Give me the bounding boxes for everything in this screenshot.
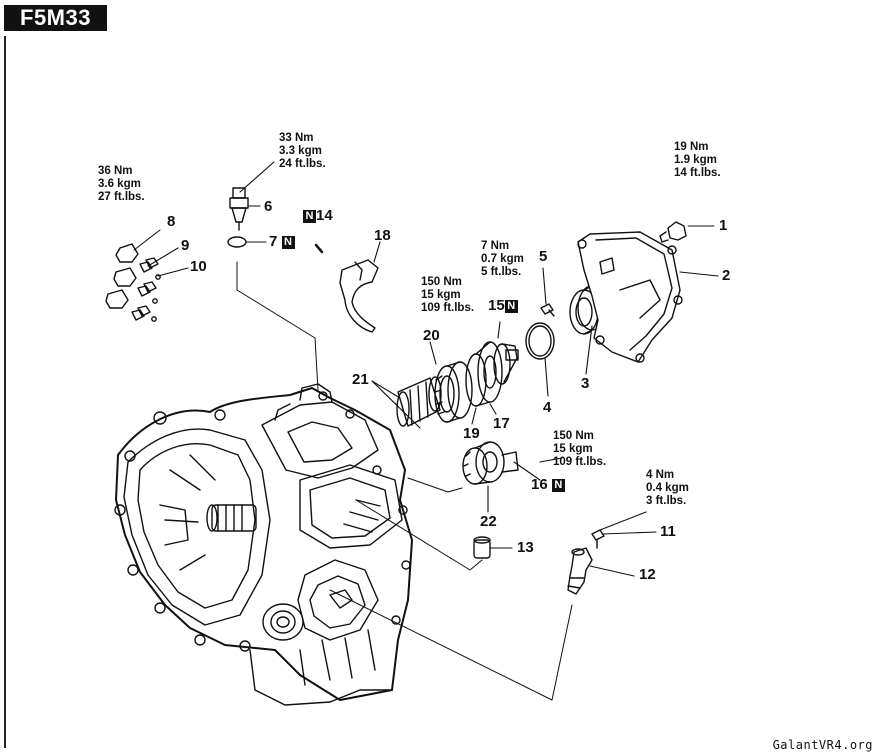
synchronizer-assembly — [465, 341, 519, 407]
callout-6: 6 — [264, 198, 273, 215]
assembly-lines — [236, 261, 573, 701]
plug-part-1 — [659, 221, 687, 243]
callout-7: 7 — [269, 233, 278, 250]
o-ring-part-4 — [525, 322, 555, 360]
torque-spec-part-11: 4 Nm 0.4 kgm 3 ft.lbs. — [646, 469, 689, 507]
callout-16-group: 16 N — [531, 477, 565, 493]
callout-4: 4 — [543, 399, 552, 416]
torque-spec-part-16: 150 Nm 15 kgm 109 ft.lbs. — [553, 430, 607, 468]
callout-15: 15 — [488, 297, 505, 314]
callout-18: 18 — [374, 227, 391, 244]
callout-2: 2 — [722, 267, 731, 284]
callout-13: 13 — [517, 539, 534, 556]
switch-part-6 — [229, 187, 249, 231]
n-marker-7: N — [281, 236, 295, 249]
speedo-gear-part-12 — [567, 547, 593, 595]
left-border-line — [4, 36, 6, 748]
plug-spring-ball-group — [105, 243, 161, 322]
callout-22: 22 — [480, 513, 497, 530]
n-marker-15: N — [504, 300, 518, 313]
model-code-badge: F5M33 — [4, 5, 107, 31]
callout-1: 1 — [719, 217, 728, 234]
callout-14: 14 — [316, 207, 333, 224]
gear-part-22 — [462, 441, 519, 485]
needle-bearing-part-20 — [396, 376, 442, 427]
callout-17: 17 — [493, 415, 510, 432]
callout-3: 3 — [581, 375, 590, 392]
callout-20: 20 — [423, 327, 440, 344]
torque-spec-part-15: 150 Nm 15 kgm 109 ft.lbs. — [421, 276, 475, 314]
torque-spec-part-6: 33 Nm 3.3 kgm 24 ft.lbs. — [279, 132, 326, 170]
cap-part-13 — [473, 536, 491, 559]
torque-spec-part-5: 7 Nm 0.7 kgm 5 ft.lbs. — [481, 240, 524, 278]
gear-part-21 — [434, 361, 473, 423]
site-watermark: GalantVR4.org — [772, 738, 873, 752]
callout-11: 11 — [660, 523, 676, 540]
callout-5: 5 — [539, 248, 548, 265]
rear-cover-part-2 — [577, 231, 683, 363]
n-marker-16: N — [551, 479, 565, 492]
gasket-part-7 — [227, 236, 247, 248]
transmission-case — [114, 383, 413, 706]
callout-16: 16 — [531, 476, 548, 493]
callout-21: 21 — [352, 371, 369, 388]
torque-spec-part-8: 36 Nm 3.6 kgm 27 ft.lbs. — [98, 165, 145, 203]
n-marker-14: N — [303, 210, 316, 223]
shift-fork-part-18 — [339, 259, 379, 333]
callout-10: 10 — [190, 258, 207, 275]
bolt-part-5 — [540, 303, 555, 317]
bolt-part-11 — [591, 529, 605, 549]
callout-7-group: 7 N — [269, 234, 295, 250]
callout-19: 19 — [463, 425, 480, 442]
callout-8: 8 — [167, 213, 176, 230]
callout-12: 12 — [639, 566, 656, 583]
callout-9: 9 — [181, 237, 190, 254]
pin-part-14 — [314, 243, 324, 254]
torque-spec-part-1: 19 Nm 1.9 kgm 14 ft.lbs. — [674, 141, 721, 179]
leader-lines — [133, 161, 719, 577]
